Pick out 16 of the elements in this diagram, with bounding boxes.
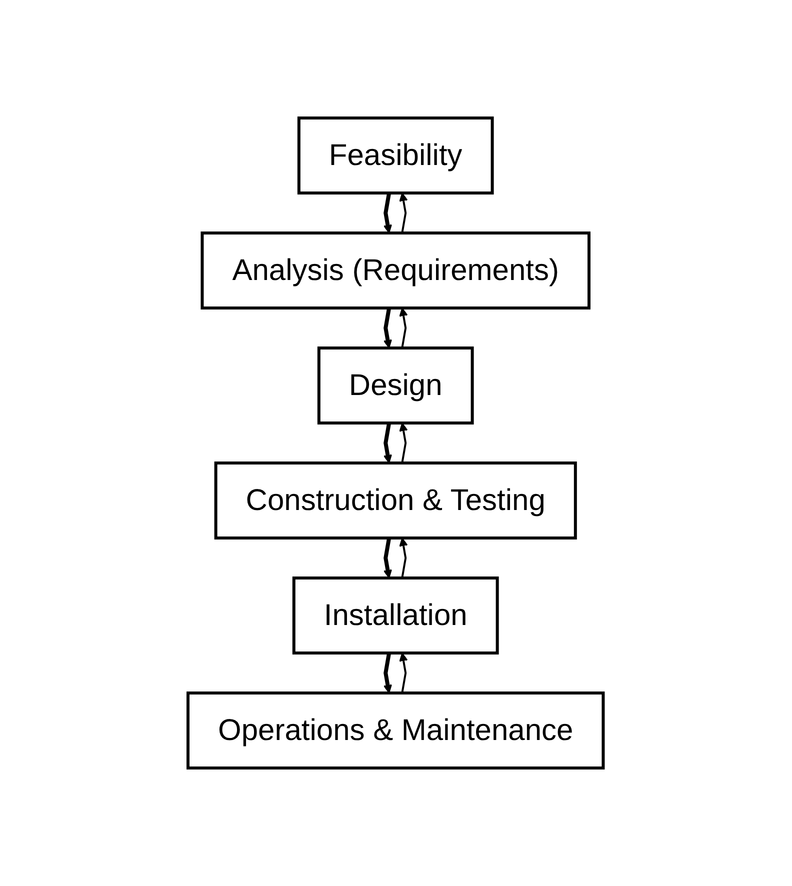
arrow (384, 308, 392, 348)
node-box: Installation (292, 576, 500, 654)
node-box: Operations & Maintenance (186, 692, 606, 770)
arrow (384, 538, 392, 578)
arrow (400, 538, 408, 578)
node-box: Feasibility (298, 116, 494, 194)
node-box: Analysis (Requirements) (201, 232, 591, 310)
node-box: Design (318, 346, 474, 424)
arrow (400, 192, 408, 234)
arrow (384, 652, 392, 694)
arrow (400, 308, 408, 348)
arrow (384, 422, 392, 464)
arrow (400, 422, 408, 464)
node-box: Construction & Testing (214, 462, 578, 540)
arrow (384, 192, 392, 234)
arrow (400, 652, 408, 694)
